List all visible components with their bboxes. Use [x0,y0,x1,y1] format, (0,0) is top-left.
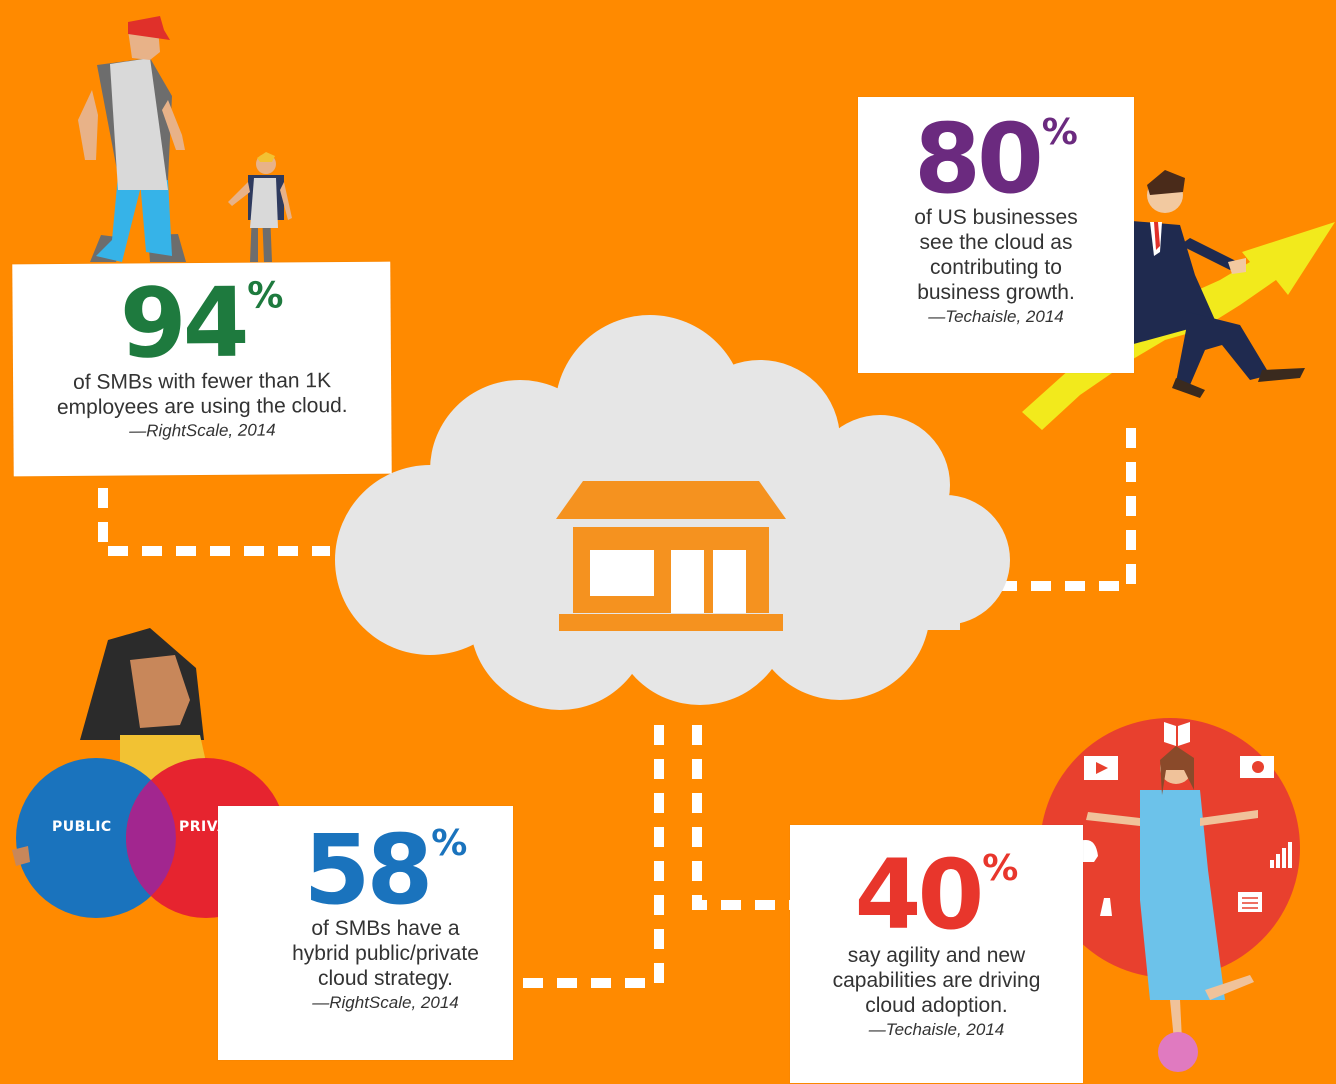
stat-source: —Techaisle, 2014 [928,307,1064,326]
woman-figure-venn [12,628,286,918]
video-play-icon [1084,756,1118,780]
calendar-icon [1238,892,1262,912]
stat-card-58: 58% of SMBs have a hybrid public/private… [218,806,513,1060]
worker-figure-small [228,152,292,262]
apps-circle [1040,718,1300,1072]
dashed-connectors [98,428,1136,988]
connector-58 [520,725,664,988]
stat-card-94: 94% of SMBs with fewer than 1K employees… [12,261,392,477]
connector-94 [98,488,330,556]
worker-figure-tall [78,16,186,262]
businessman-figure [1120,170,1305,398]
stat-card-80: 80% of US businesses see the cloud as co… [858,97,1134,373]
stat-source: —RightScale, 2014 [312,993,459,1012]
stat-description: of SMBs have a hybrid public/private clo… [292,917,479,990]
stat-value: 94% [119,266,284,380]
stat-source: —Techaisle, 2014 [868,1020,1005,1039]
venn-label-public: PUBLIC [52,819,112,835]
store-icon [556,481,786,631]
chart-icon [1270,842,1292,868]
map-icon [1164,722,1190,746]
stat-source: —RightScale, 2014 [129,420,276,441]
touch-icon [1100,898,1112,916]
stat-description: of US businesses see the cloud as contri… [914,206,1078,304]
stat-value: 58% [303,814,468,926]
connector-40 [692,725,790,910]
stat-description: say agility and new capabilities are dri… [832,944,1041,1017]
stat-value: 40% [854,839,1019,951]
stat-card-40: 40% say agility and new capabilities are… [790,825,1083,1083]
dancer-figure [1086,746,1258,1072]
camera-icon [1240,756,1274,778]
stat-value: 80% [914,103,1078,215]
connector-80 [1000,428,1136,591]
